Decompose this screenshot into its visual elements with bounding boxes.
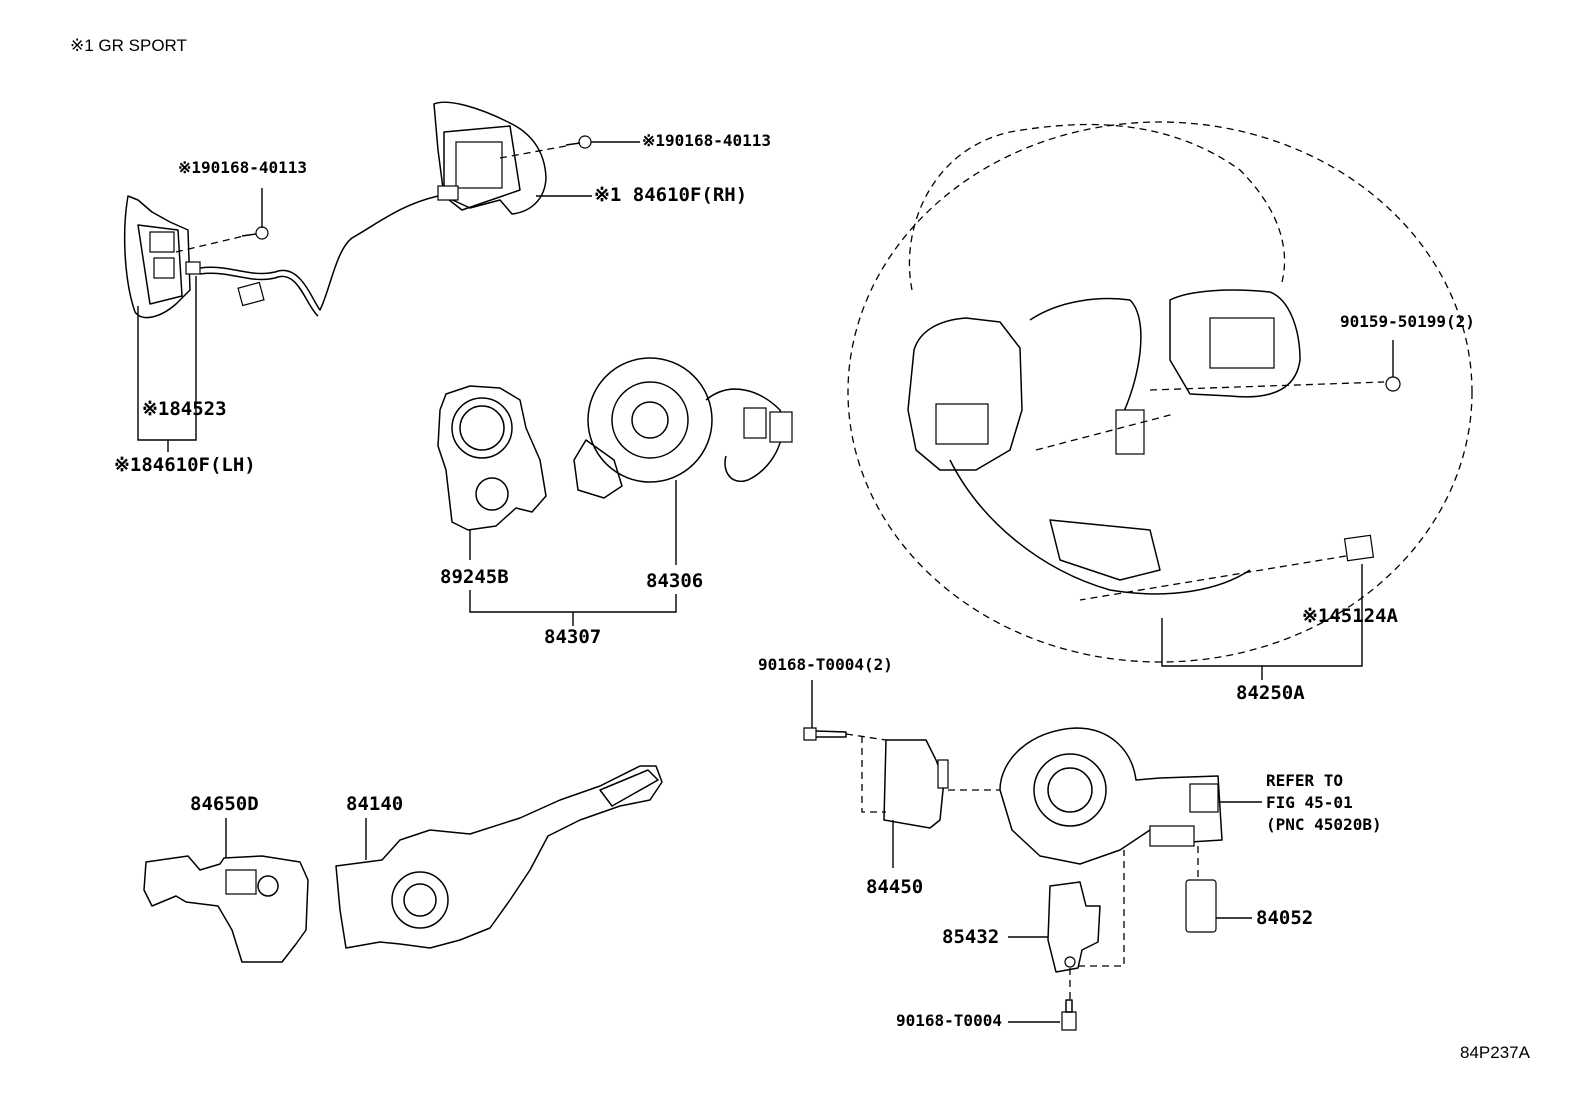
screw-lh <box>175 188 269 253</box>
switch-84052 <box>1185 846 1252 933</box>
screw-t0004-lower <box>1008 999 1077 1031</box>
switch-84450 <box>861 736 1000 868</box>
screw-t0004-upper <box>803 680 887 741</box>
label-switch-84650d: 84650D <box>190 793 259 815</box>
screw-rh <box>499 135 640 197</box>
label-ornament-45124a: ※145124A <box>1302 605 1398 627</box>
label-screw-rh: ※190168-40113 <box>642 131 771 150</box>
header-note: ※1 GR SPORT <box>70 36 187 55</box>
label-screw-90159: 90159-50199(2) <box>1340 312 1475 331</box>
label-screw-lh: ※190168-40113 <box>178 158 307 177</box>
label-screw-t0004-2: 90168-T0004(2) <box>758 655 893 674</box>
switch-84140 <box>335 765 663 949</box>
spiral-cable-84306 <box>573 357 793 565</box>
screw-90159 <box>1385 340 1401 392</box>
sensor-85432 <box>1008 850 1125 1000</box>
label-switch-84140: 84140 <box>346 793 404 815</box>
wire-harness-84523 <box>199 195 439 317</box>
label-wire-84523: ※184523 <box>142 398 227 420</box>
steering-wheel-84250a <box>847 121 1473 680</box>
paddle-switch-lh <box>123 195 201 319</box>
combination-switch-body <box>999 727 1262 865</box>
label-sensor-85432: 85432 <box>942 926 1000 948</box>
label-switch-lh: ※184610F(LH) <box>114 454 256 476</box>
label-wheel-84250a: 84250A <box>1236 682 1305 704</box>
label-refer-line3: (PNC 45020B) <box>1266 815 1382 834</box>
ornament-45124a <box>1079 534 1375 601</box>
steering-sensor-89245b <box>437 385 547 560</box>
switch-84650d <box>143 818 309 963</box>
label-switch-84052: 84052 <box>1256 907 1314 929</box>
label-switch-rh: ※1 84610F(RH) <box>594 184 748 206</box>
label-assy-84307: 84307 <box>544 626 602 648</box>
label-sensor-89245b: 89245B <box>440 566 509 588</box>
label-spiral-84306: 84306 <box>646 570 704 592</box>
label-screw-t0004: 90168-T0004 <box>896 1011 1002 1030</box>
paddle-switch-rh <box>433 101 547 215</box>
label-refer-line2: FIG 45-01 <box>1266 793 1353 812</box>
label-refer-line1: REFER TO <box>1266 771 1344 790</box>
label-switch-84450: 84450 <box>866 876 924 898</box>
diagram-code: 84P237A <box>1460 1043 1530 1062</box>
